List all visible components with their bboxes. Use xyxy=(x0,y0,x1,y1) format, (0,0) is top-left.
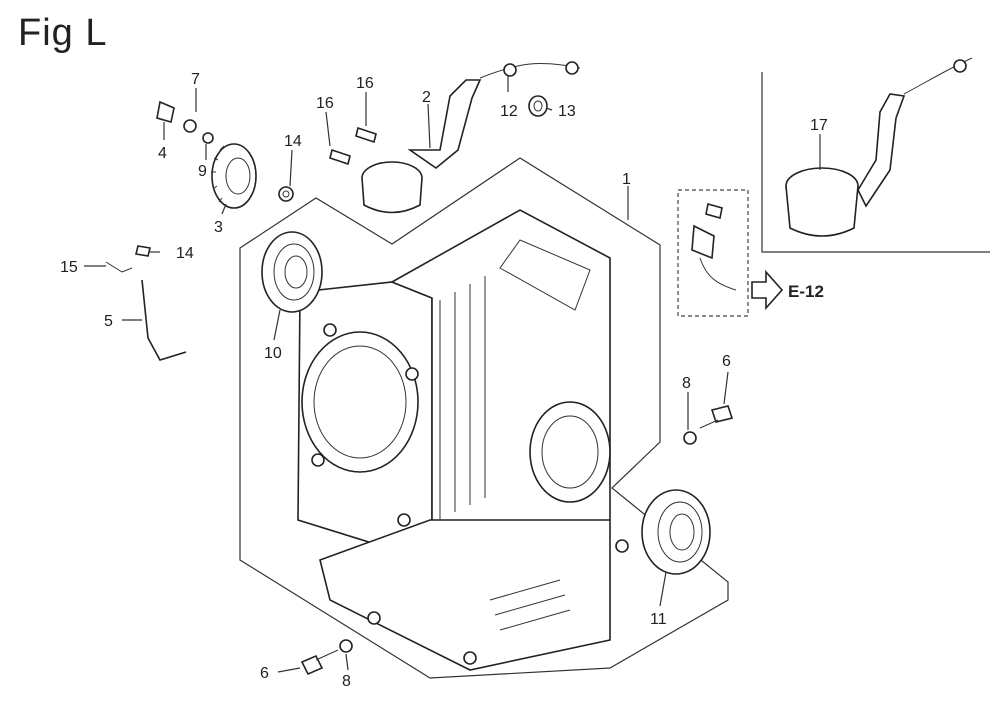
inset-part-17 xyxy=(785,57,973,237)
bearing-part-10 xyxy=(261,231,323,313)
callout-11: 11 xyxy=(650,611,667,628)
callout-14-top: 14 xyxy=(284,133,302,150)
callout-6-right: 6 xyxy=(722,353,731,370)
callout-16-right: 16 xyxy=(356,75,374,92)
callout-3: 3 xyxy=(214,219,223,236)
bolt-washer-bottom xyxy=(300,639,353,676)
callout-8-right: 8 xyxy=(682,375,691,392)
hardware-top-left xyxy=(156,100,294,202)
callout-16-left: 16 xyxy=(316,95,334,112)
callout-5: 5 xyxy=(104,313,113,330)
callout-10: 10 xyxy=(264,345,282,362)
callout-6-bottom: 6 xyxy=(260,665,269,682)
callout-14-mid: 14 xyxy=(176,245,194,262)
oil-alert-subassembly xyxy=(677,189,749,317)
callout-2: 2 xyxy=(422,89,431,106)
callout-labels: 1 2 3 4 5 6 6 7 8 8 9 10 11 12 13 14 14 … xyxy=(60,71,828,690)
callout-7: 7 xyxy=(191,71,200,88)
callout-15: 15 xyxy=(60,259,78,276)
oil-seal-part-11 xyxy=(641,489,711,575)
reference-arrow xyxy=(751,269,784,311)
governor-arm-part-5 xyxy=(105,245,187,361)
inset-frame xyxy=(761,72,990,253)
governor-gear-part-3 xyxy=(211,143,257,209)
callout-1: 1 xyxy=(622,171,631,188)
grommet-part-13 xyxy=(528,95,548,117)
reference-label-e12: E-12 xyxy=(788,282,824,301)
oil-filler-part-2 xyxy=(329,61,581,214)
callout-4: 4 xyxy=(158,145,167,162)
callout-9: 9 xyxy=(198,163,207,180)
leader-lines xyxy=(84,76,821,673)
callout-12: 12 xyxy=(500,103,518,120)
callout-13: 13 xyxy=(558,103,576,120)
crankcase-block xyxy=(297,209,629,671)
bolt-washer-right xyxy=(683,405,734,445)
figure-title: Fig L xyxy=(18,12,108,54)
callout-8-bottom: 8 xyxy=(342,673,351,690)
assembly-boundary xyxy=(239,157,729,679)
callout-17: 17 xyxy=(810,117,828,134)
